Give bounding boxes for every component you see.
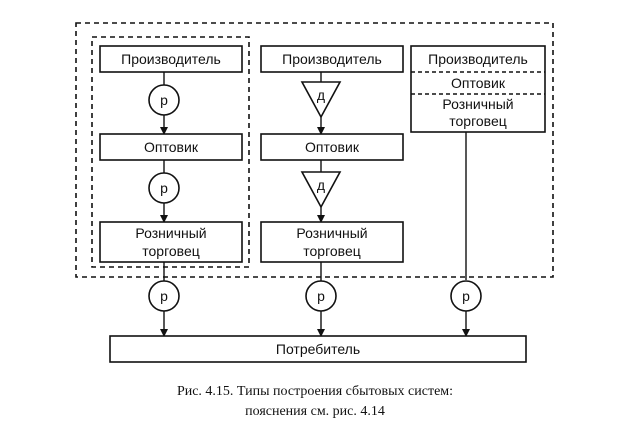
bottom-node-1-label: р [160,288,168,304]
channel2-node1-triangle [300,81,342,119]
channel3-retailer-label-line1: Розничный [442,96,513,112]
channel1-node2-label: р [160,180,168,196]
channel1-wholesaler-box [99,133,243,161]
channel1: Производитель р Оптовик р Розничный торг… [99,45,243,263]
bottom-node-2-label: р [317,288,325,304]
channel3-integrated-box [410,45,546,133]
channel1-node1-label: р [160,92,168,108]
channel1-wholesaler-label: Оптовик [144,139,199,155]
channel2-node2-triangle [300,171,342,209]
bottom-node-3-label: р [462,288,470,304]
channel2-producer-box [260,45,404,73]
channel2: Производитель д Оптовик д Розничный торг… [260,45,404,263]
channel1-boundary [91,36,250,268]
channel1-retailer-label-line1: Розничный [135,225,206,241]
channel1-retailer-box [99,221,243,263]
bottom-nodes: р р р [148,262,482,337]
channel2-node2-label: д [317,177,325,193]
consumer-label: Потребитель [276,341,360,357]
outer-system-boundary [75,22,554,278]
figure-caption: Рис. 4.15. Типы построения сбытовых сист… [0,382,630,422]
channel2-retailer-box [260,221,404,263]
consumer-box [109,335,527,363]
channel2-wholesaler-box [260,133,404,161]
channel3-producer-label: Производитель [428,51,528,67]
channel3: Производитель Оптовик Розничный торговец [410,45,546,280]
channel2-node1-label: д [317,87,325,103]
channel1-retailer-label-line2: торговец [142,243,200,259]
channel2-retailer-label-line1: Розничный [296,225,367,241]
channel1-producer-box [99,45,243,73]
caption-line2: пояснения см. рис. 4.14 [245,404,385,419]
channel2-producer-label: Производитель [282,51,382,67]
channel2-wholesaler-label: Оптовик [305,139,360,155]
caption-line1: Рис. 4.15. Типы построения сбытовых сист… [176,384,454,399]
channel3-retailer-label-line2: торговец [449,113,507,129]
channel2-retailer-label-line2: торговец [303,243,361,259]
channel3-wholesaler-label: Оптовик [451,75,506,91]
channel1-producer-label: Производитель [121,51,221,67]
